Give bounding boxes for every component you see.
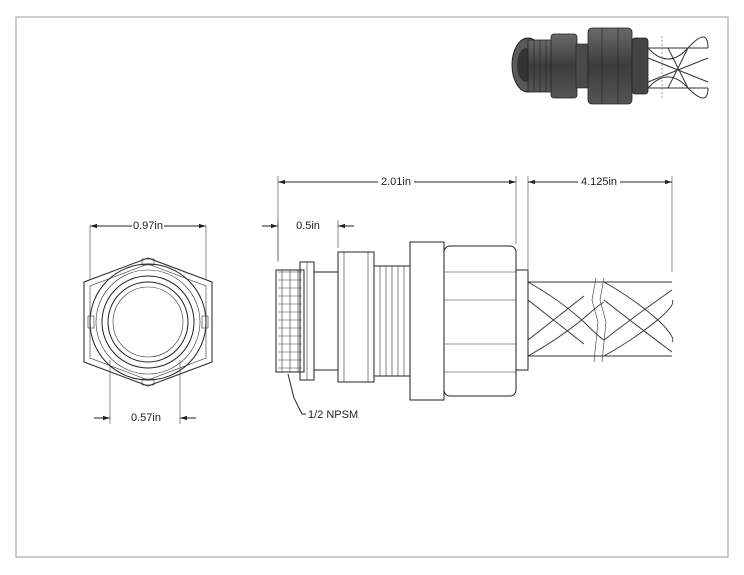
mesh-length-dimension: 4.125in	[581, 176, 617, 188]
thread-length-dimension: 0.5in	[296, 220, 320, 232]
product-thumbnail	[511, 27, 709, 105]
mesh-grip	[527, 281, 674, 357]
hex-width-dimension: 0.97in	[133, 220, 163, 232]
fitting-side-view	[275, 241, 674, 401]
thread-spec-callout: 1/2 NPSM	[308, 409, 358, 421]
sheet-border	[15, 16, 729, 558]
bore-diameter-dimension: 0.57in	[131, 412, 161, 424]
hex-end-view	[83, 257, 213, 387]
fitting-length-dimension: 2.01in	[381, 176, 411, 188]
